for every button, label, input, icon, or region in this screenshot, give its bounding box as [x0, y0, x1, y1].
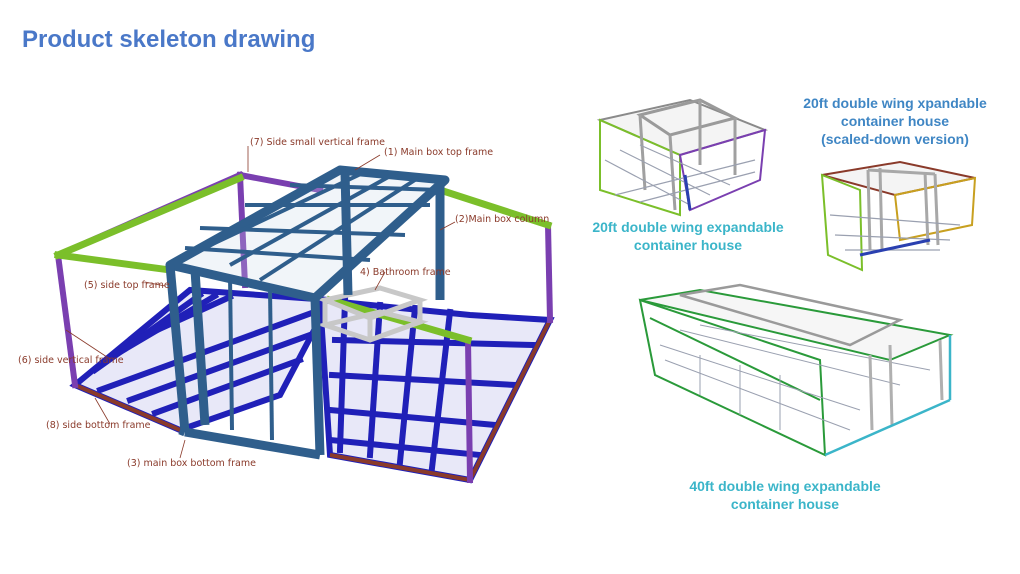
label-bathroom-frame: 4) Bathroom frame [360, 267, 451, 278]
caption-20ft-scaled-down: 20ft double wing xpandable container hou… [803, 95, 987, 147]
caption-20ft-line1: 20ft double wing expandable [592, 219, 784, 235]
thumbnail-20ft-scaled-down-house [820, 160, 977, 272]
label-side-top-frame: (5) side top frame [84, 280, 170, 291]
label-side-small-vertical-frame: (7) Side small vertical frame [250, 137, 385, 148]
label-main-box-bottom-frame: (3) main box bottom frame [127, 458, 256, 469]
label-main-box-top-frame: (1) Main box top frame [384, 147, 493, 158]
thumbnail-20ft-house [596, 98, 769, 217]
caption-20ft-small-line3: (scaled-down version) [821, 131, 969, 147]
label-side-vertical-frame: (6) side vertical frame [18, 355, 124, 366]
caption-20ft-line2: container house [634, 237, 742, 253]
caption-40ft-line2: container house [731, 496, 839, 512]
caption-40ft-line1: 40ft double wing expandable [689, 478, 881, 494]
caption-20ft-small-line2: container house [841, 113, 949, 129]
caption-20ft: 20ft double wing expandable container ho… [592, 219, 784, 253]
label-main-box-column: (2)Main box column [455, 214, 549, 225]
page-title: Product skeleton drawing [22, 26, 316, 53]
caption-20ft-small-line1: 20ft double wing xpandable [803, 95, 987, 111]
caption-40ft: 40ft double wing expandable container ho… [689, 478, 881, 512]
main-box [165, 165, 450, 460]
label-side-bottom-frame: (8) side bottom frame [46, 420, 151, 431]
bathroom-frame [315, 285, 429, 343]
main-skeleton-drawing: (7) Side small vertical frame (1) Main b… [18, 137, 555, 484]
thumbnail-40ft-house [638, 283, 954, 457]
